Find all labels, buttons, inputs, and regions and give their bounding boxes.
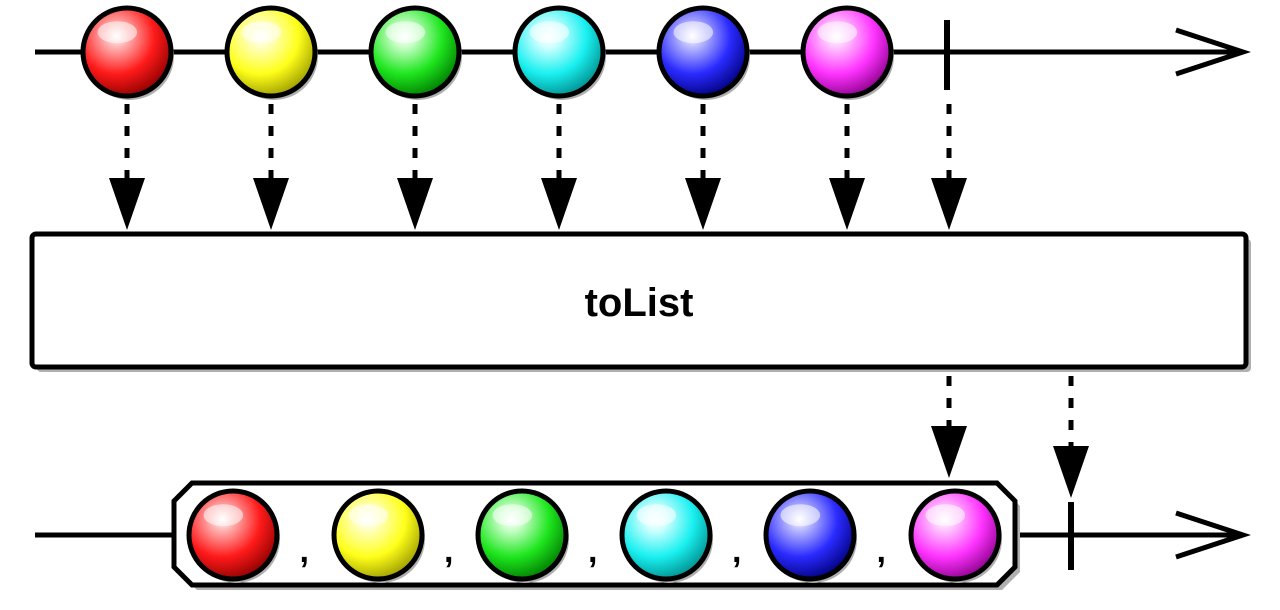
result-timeline: ,,,,, [35, 480, 1252, 590]
result-item-red [186, 488, 280, 583]
result-item-magenta [908, 488, 1002, 583]
result-arrow-list [931, 376, 967, 478]
list-separator: , [444, 532, 453, 570]
list-separator: , [732, 532, 741, 570]
list-separator: , [300, 532, 309, 570]
list-separator: , [588, 532, 597, 570]
source-arrow-magenta [829, 104, 865, 230]
operator-to-result-arrows [931, 376, 1089, 498]
source-item-red [80, 5, 174, 100]
result-arrow-completion [1053, 376, 1089, 498]
source-arrow-cyan [541, 104, 577, 230]
source-arrow-red [109, 104, 145, 230]
operator-label: toList [585, 281, 694, 325]
list-separator: , [877, 532, 886, 570]
source-timeline [35, 5, 1252, 100]
result-list-items [186, 488, 1002, 583]
source-item-green [368, 5, 462, 100]
source-to-operator-arrows [109, 104, 967, 230]
result-list-separators: ,,,,, [300, 532, 886, 570]
source-arrow-completion [931, 104, 967, 230]
source-timeline-arrowhead-icon [1175, 27, 1252, 77]
operator-box [29, 231, 1249, 370]
result-item-yellow [331, 488, 425, 583]
source-arrow-green [397, 104, 433, 230]
result-timeline-arrowhead-icon [1175, 510, 1252, 560]
source-arrow-blue [685, 104, 721, 230]
source-item-cyan [512, 5, 606, 100]
result-list-container: ,,,,, [171, 480, 1020, 590]
result-item-green [475, 488, 569, 583]
result-item-cyan [619, 488, 713, 583]
source-item-magenta [800, 5, 894, 100]
source-arrow-yellow [253, 104, 289, 230]
operator-box-group: toList [29, 231, 1251, 372]
source-items [80, 5, 894, 100]
source-item-yellow [224, 5, 318, 100]
source-item-blue [656, 5, 750, 100]
result-item-blue [763, 488, 857, 583]
